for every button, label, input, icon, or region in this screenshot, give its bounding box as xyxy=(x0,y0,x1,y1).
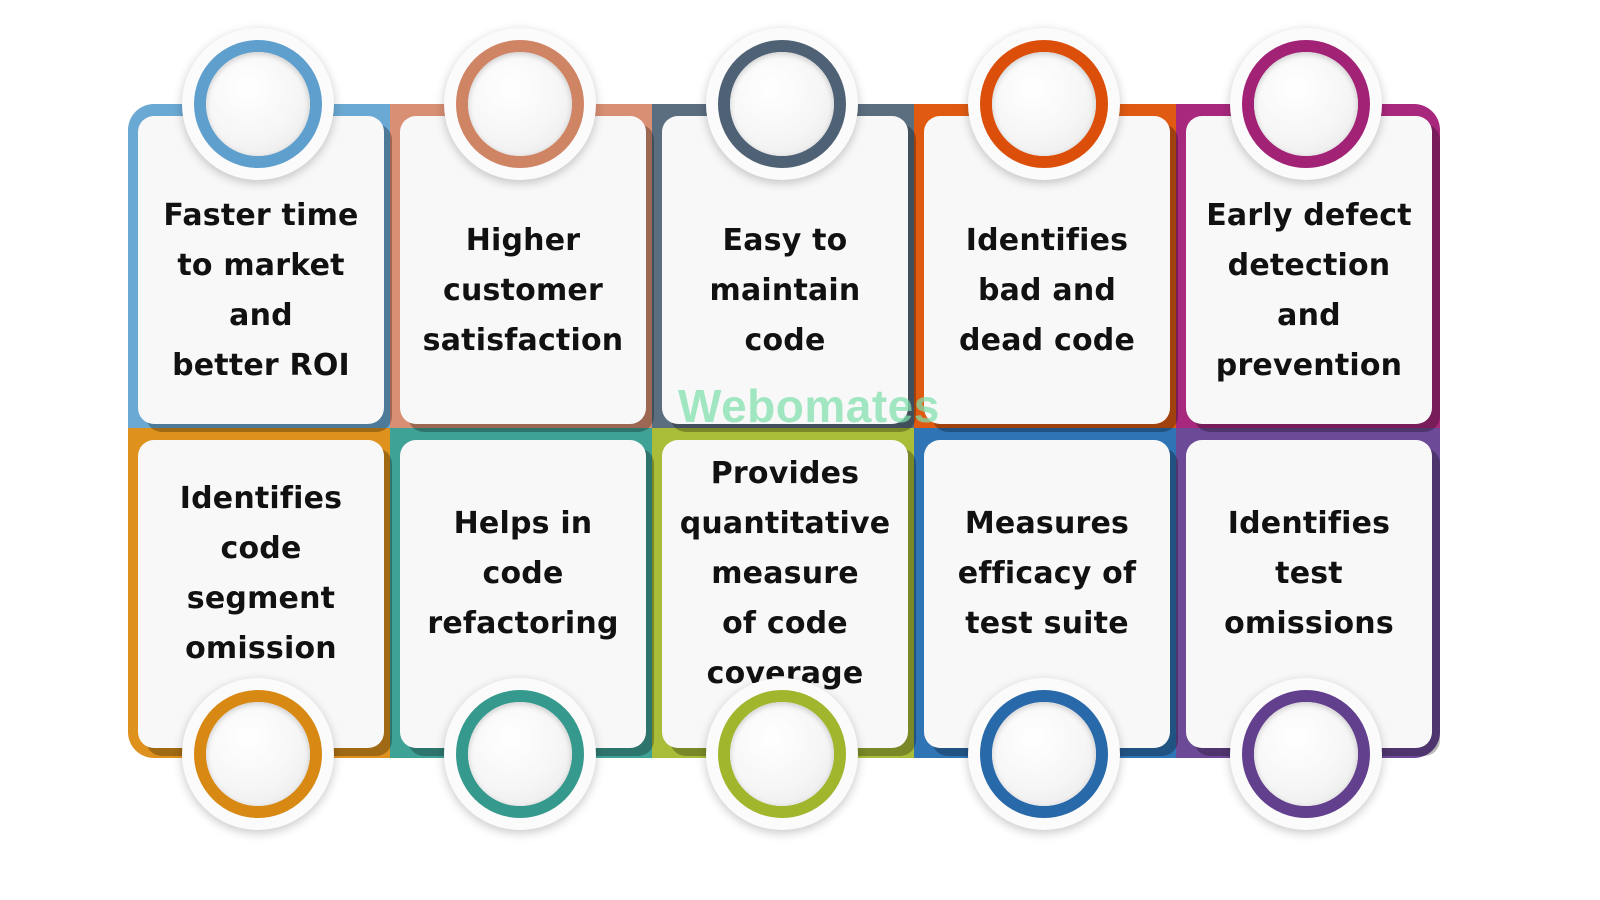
card-label: Early defect detection and prevention xyxy=(1206,198,1412,383)
ring-7 xyxy=(444,678,596,830)
ring-4 xyxy=(968,28,1120,180)
card-label: Provides quantitative measure of code co… xyxy=(679,456,891,691)
circle-icon xyxy=(1242,40,1370,168)
circle-icon xyxy=(718,690,846,818)
circle-icon xyxy=(718,40,846,168)
card-easy-to-maintain: Easy to maintain code xyxy=(662,116,908,424)
card-label: Measures efficacy of test suite xyxy=(957,506,1137,641)
circle-icon xyxy=(194,690,322,818)
circle-icon xyxy=(456,690,584,818)
card-label: Higher customer satisfaction xyxy=(422,223,624,358)
circle-icon xyxy=(1242,690,1370,818)
card-label: Identifies bad and dead code xyxy=(959,223,1135,358)
ring-10 xyxy=(1230,678,1382,830)
card-higher-customer-satisfaction: Higher customer satisfaction xyxy=(400,116,646,424)
card-label: Identifies code segment omission xyxy=(179,481,343,666)
card-label: Helps in code refactoring xyxy=(427,506,619,641)
ring-5 xyxy=(1230,28,1382,180)
ring-9 xyxy=(968,678,1120,830)
watermark-logo: Webomates xyxy=(678,380,940,432)
circle-icon xyxy=(980,690,1108,818)
circle-icon xyxy=(194,40,322,168)
ring-3 xyxy=(706,28,858,180)
card-label: Faster time to market and better ROI xyxy=(163,198,359,383)
ring-6 xyxy=(182,678,334,830)
circle-icon xyxy=(456,40,584,168)
ring-8 xyxy=(706,678,858,830)
ring-2 xyxy=(444,28,596,180)
circle-icon xyxy=(980,40,1108,168)
card-faster-time-to-market: Faster time to market and better ROI xyxy=(138,116,384,424)
card-label: Identifies test omissions xyxy=(1224,506,1394,641)
card-label: Easy to maintain code xyxy=(709,223,861,358)
ring-1 xyxy=(182,28,334,180)
